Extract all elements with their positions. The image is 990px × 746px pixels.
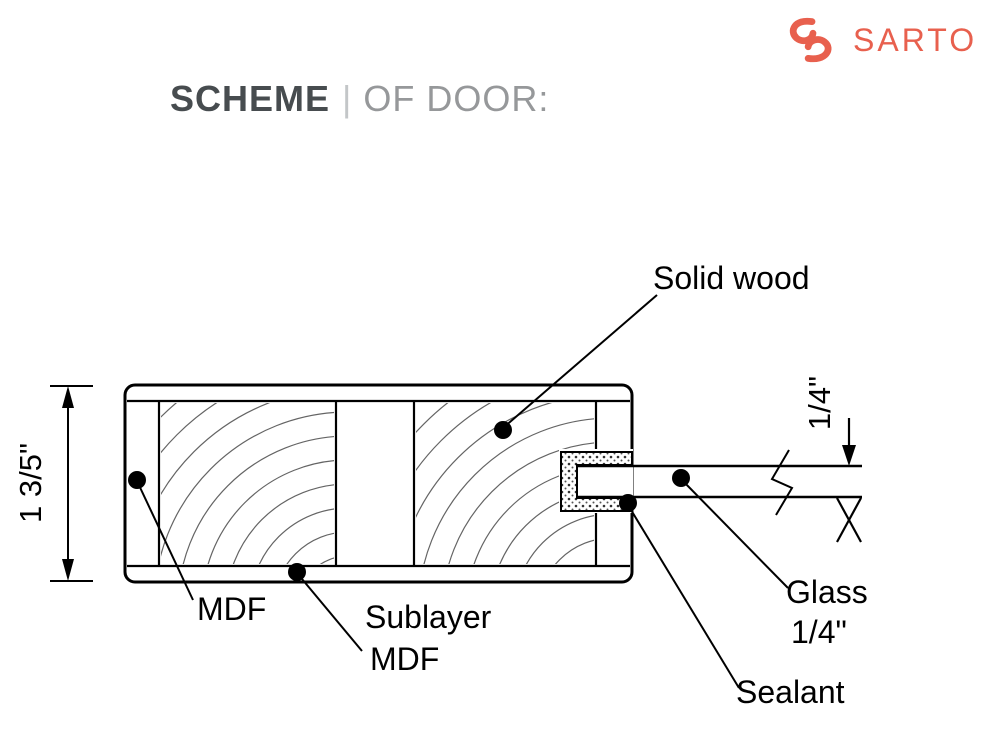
- label-sublayer-line2: MDF: [370, 641, 440, 677]
- page-title: SCHEME | OF DOOR:: [170, 78, 549, 120]
- label-glass-line2: 1/4": [791, 614, 847, 650]
- label-solid-wood: Solid wood: [653, 260, 810, 296]
- title-sub: OF DOOR:: [363, 78, 550, 119]
- leader-glass: [680, 478, 789, 589]
- glass-break-symbol: [770, 449, 794, 516]
- label-door-thickness: 1 3/5": [13, 443, 48, 523]
- door-body: [123, 383, 634, 584]
- leader-sealant: [627, 504, 740, 689]
- title-separator: |: [342, 78, 352, 119]
- sarto-logo-icon: [789, 17, 832, 63]
- leader-solid-wood: [502, 294, 658, 429]
- brand-logo: SARTO: [783, 16, 977, 64]
- leader-sublayer: [296, 572, 363, 652]
- leader-lines: [136, 294, 789, 689]
- dot-solid-wood: [494, 421, 512, 439]
- label-glass-line1: Glass: [786, 574, 868, 610]
- dot-mdf: [128, 471, 146, 489]
- brand-name: SARTO: [853, 21, 978, 58]
- reference-dots: [128, 421, 690, 581]
- label-mdf: MDF: [197, 591, 267, 627]
- dimension-door-thickness: [50, 385, 93, 582]
- dot-sealant: [619, 494, 637, 512]
- label-sealant: Sealant: [736, 674, 845, 710]
- leader-mdf: [136, 480, 194, 601]
- label-glass-thickness: 1/4": [802, 375, 837, 431]
- label-sublayer-line1: Sublayer: [365, 599, 492, 635]
- dot-sublayer: [288, 563, 306, 581]
- dot-glass: [672, 469, 690, 487]
- glass-assembly: [559, 449, 862, 516]
- dimension-glass-thickness: [836, 418, 862, 543]
- title-main: SCHEME: [170, 78, 331, 119]
